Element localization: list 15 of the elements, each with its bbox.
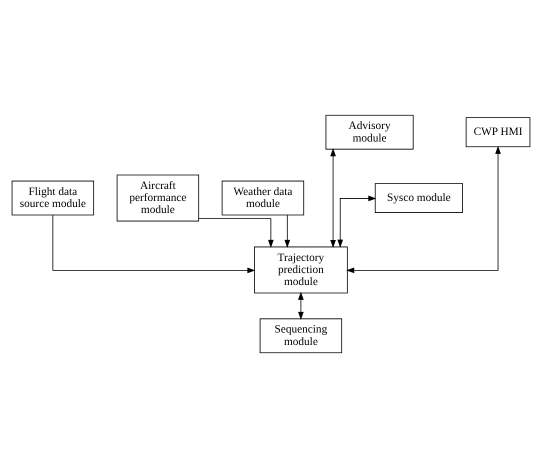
node-box: CWP HMI xyxy=(466,117,530,148)
node-box: Flight data source module xyxy=(12,180,94,216)
node-box: Sequencing module xyxy=(260,318,342,354)
arrow xyxy=(337,196,376,248)
arrow xyxy=(298,292,304,320)
node-box: Advisory module xyxy=(326,114,414,150)
arrow xyxy=(330,148,336,248)
arrow xyxy=(198,218,274,248)
arrow xyxy=(52,214,256,274)
arrow xyxy=(346,146,501,274)
arrow xyxy=(284,214,290,248)
node-box: Sysco module xyxy=(374,183,463,213)
node-box: Trajectory prediction module xyxy=(254,246,348,294)
node-box: Aircraft performance module xyxy=(116,174,200,222)
node-box: Weather data module xyxy=(222,180,304,216)
